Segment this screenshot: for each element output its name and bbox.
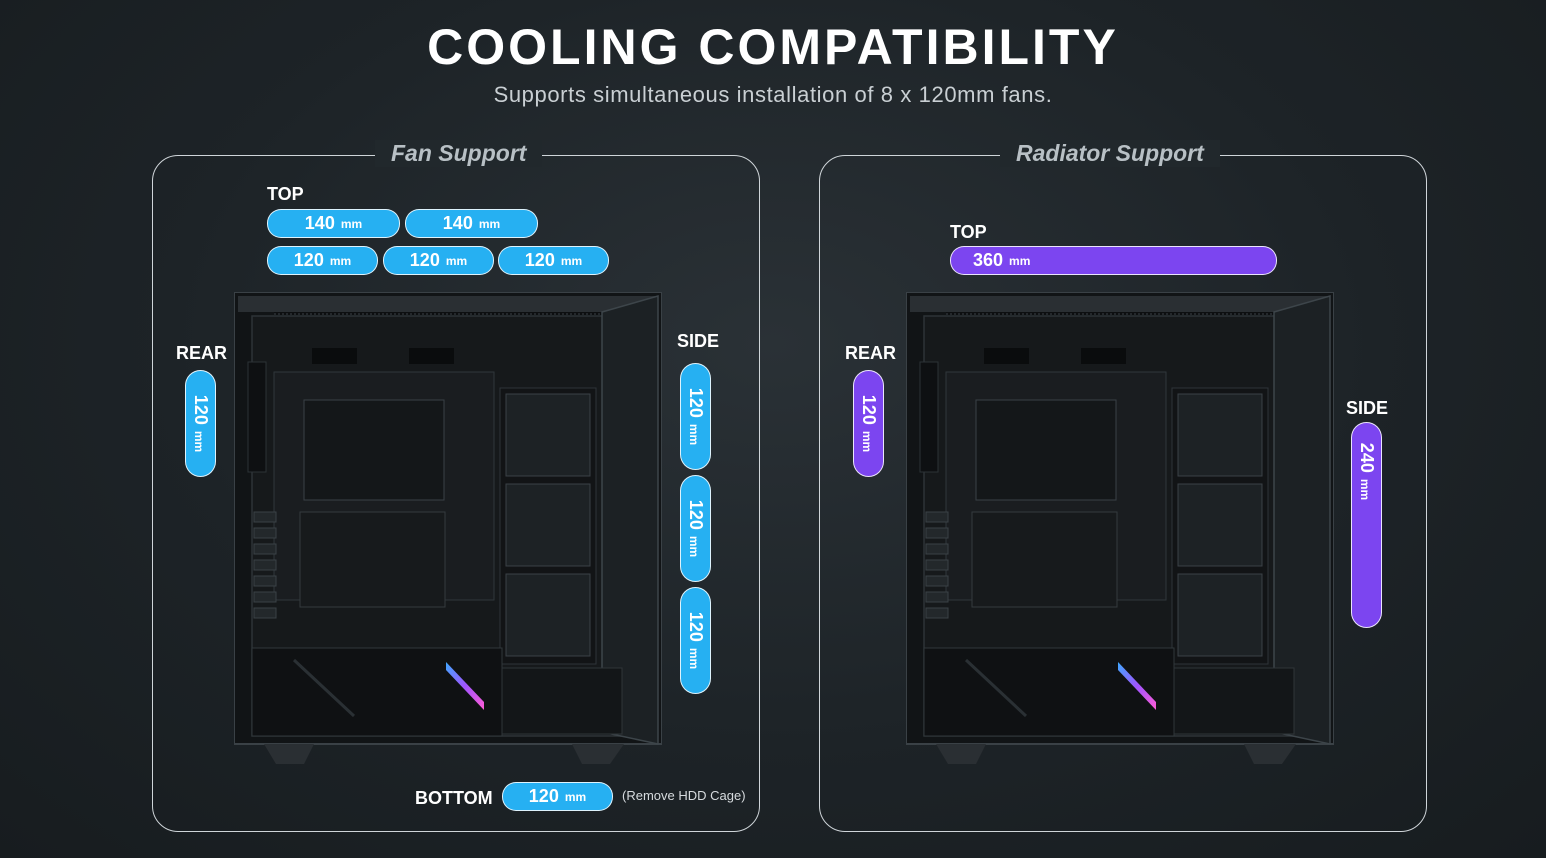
fan-rear-label: REAR [176,343,228,363]
fan-support-panel: Fan Support [152,140,760,832]
page-subtitle: Supports simultaneous installation of 8 … [493,82,1053,107]
page-title: COOLING COMPATIBILITY [427,19,1119,75]
fan-bottom-label: BOTTOM [415,788,493,808]
pc-case-image [906,292,1334,764]
fan-bottom-note: (Remove HDD Cage) [622,788,746,803]
radiator-support-panel: Radiator Support [819,140,1427,832]
radiator-support-title: Radiator Support [1000,140,1220,167]
radiator-side-label: SIDE [1346,398,1389,418]
fan-top-label: TOP [267,184,304,204]
radiator-top-label: TOP [950,222,987,242]
fan-side-label: SIDE [677,331,720,351]
fan-support-title: Fan Support [375,140,543,167]
radiator-rear-label: REAR [845,343,897,363]
pc-case-image [234,292,662,764]
